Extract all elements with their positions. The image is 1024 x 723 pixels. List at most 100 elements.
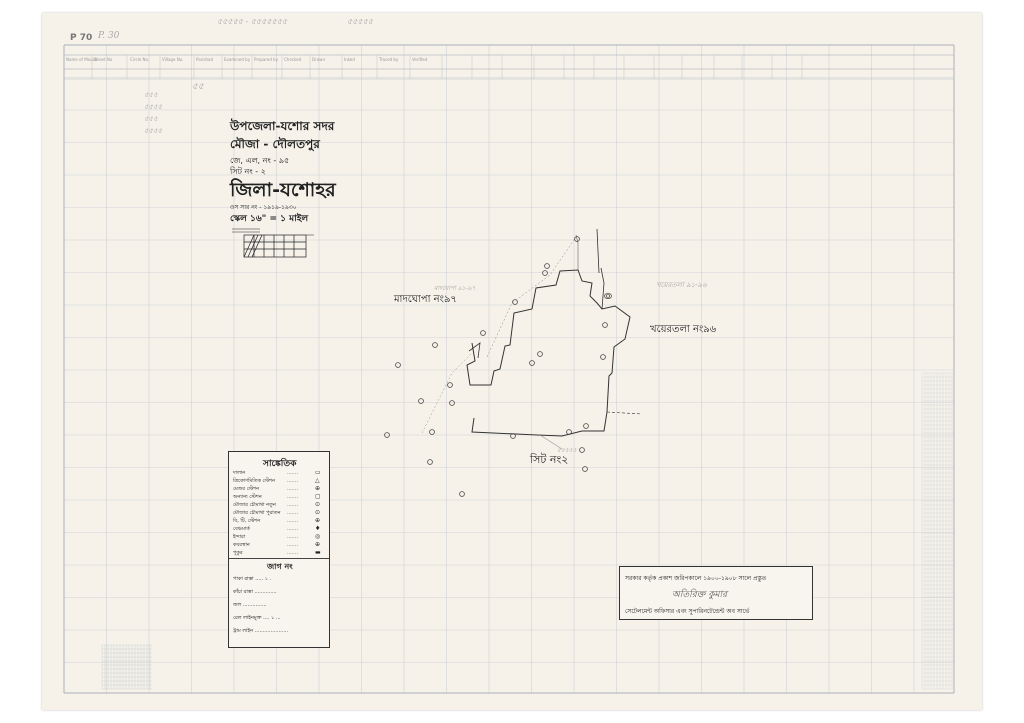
legend-symbol-icon: ▭ — [315, 469, 321, 476]
certificate-line-1: সরকার কর্তৃক প্রকাশ জরিপকালে ১৯০০-১৯০৮ স… — [625, 575, 767, 582]
legend-line-item: জল ............... — [233, 602, 267, 608]
header-cell: Name of Mouza — [66, 57, 98, 62]
pencil-margin-3: ৫৫৫ — [144, 115, 158, 123]
pencil-note-left: P. 30 — [98, 31, 120, 41]
survey-station-marker — [384, 432, 390, 438]
legend-item: মৌজার চৌমাথা পুরাতন.......⊙ — [233, 509, 321, 516]
survey-station-marker — [429, 429, 435, 435]
legend-line-item: রেল লাইনমুক্ত .... ১ ... — [233, 615, 281, 621]
legend-title: সাঙ্কেতিক — [263, 459, 297, 469]
header-cell: Inked — [344, 57, 355, 62]
legend-line-item: ট্রাম লাইন ..................... — [233, 628, 289, 634]
survey-station-marker — [566, 429, 572, 435]
survey-station-marker — [579, 447, 585, 453]
legend-item: ইন্দারা.......◎ — [233, 533, 321, 540]
adjacent-sheet-ref: সিট নং২ — [530, 453, 569, 466]
legend-symbol-icon: ▢ — [315, 493, 321, 500]
survey-station-marker — [418, 398, 424, 404]
survey-station-marker — [542, 270, 548, 276]
survey-station-marker — [512, 299, 518, 305]
legend-item: পুকুর.......▬ — [233, 549, 321, 556]
header-cell: Verified — [412, 57, 428, 62]
survey-station-marker — [449, 400, 455, 406]
header-cell: Examined by — [224, 57, 251, 62]
header-cell: Circle No. — [130, 57, 150, 62]
sheet-number: সিট নং - ২ — [230, 167, 266, 176]
legend-item-label: ইন্দারা — [233, 534, 246, 540]
legend-item-label: দালান — [233, 470, 246, 476]
legend-symbol-icon: ▬ — [315, 549, 321, 556]
survey-station-marker — [427, 459, 433, 465]
pencil-note-top-1: ৫৫৫৫৫ - ৫৫৫৫৫৫৫ — [217, 17, 288, 26]
legend-item: দালান.......▭ — [233, 469, 321, 476]
survey-station-marker — [582, 466, 588, 472]
survey-station-marker — [544, 263, 550, 269]
legend-item-label: বেঞ্চমার্ক — [233, 526, 250, 532]
certificate-box: সরকার কর্তৃক প্রকাশ জরিপকালে ১৯০০-১৯০৮ স… — [619, 566, 813, 620]
legend-symbol-icon: ⊕ — [315, 517, 321, 524]
legend-item-label: মেজর স্টেশন — [233, 486, 260, 492]
legend-item: অন্যান্য স্টেশন.......▢ — [233, 493, 321, 500]
survey-station-marker — [395, 362, 401, 368]
legend-item-label: বি, টি, স্টেশন — [233, 518, 261, 524]
pencil-margin-1: ৫৫৫ — [144, 91, 158, 99]
scale-bar — [232, 228, 314, 258]
reference-number: ওস সার নং - ১৯১৯-১৯৩০ — [230, 204, 297, 211]
pencil-margin-2: ৫৫৫৫ — [144, 103, 163, 111]
legend-symbol-icon: △ — [315, 477, 320, 484]
legend-item-label: মৌজার চৌমাথা পুরাতন — [233, 510, 281, 516]
legend-symbol-icon: ⊕ — [315, 541, 321, 548]
legend-symbol-icon: ◎ — [315, 533, 321, 540]
pencil-south: ৫৫৫৫৫ — [557, 447, 577, 454]
legend-item-label: পুকুর — [233, 550, 243, 556]
pencil-note-top-2: ৫৫৫৫৫ — [347, 17, 373, 26]
pencil-margin-4: ৫৫৫৫ — [144, 127, 163, 135]
survey-station-marker — [432, 342, 438, 348]
header-cell: Parishad — [196, 57, 214, 62]
certificate-line-2: সেটেলমেন্ট অফিসার এবং সুপারিনটেন্ডেন্ট অ… — [625, 608, 750, 615]
legend-box: সাঙ্কেতিক দালান.......▭ত্রিকোণমিতিক স্টে… — [228, 451, 330, 648]
header-cell: Checked — [284, 57, 302, 62]
legend-item: কবরস্থান.......⊕ — [233, 541, 321, 548]
pencil-west: মাদঘোপা ৯১-৯৭ — [434, 285, 476, 292]
neighbor-mouza-west: মাদঘোপা নং৯৭ — [394, 294, 457, 305]
legend-item: মেজর স্টেশন.......⊕ — [233, 485, 321, 492]
legend-symbol-icon: ♦ — [315, 525, 321, 532]
district-title: জিলা-যশোহর — [230, 179, 336, 201]
mouza-boundary-plot — [384, 228, 643, 497]
pencil-margin-5: ৫৫ — [192, 82, 204, 92]
map-sheet: P 70 P. 30 ৫৫৫৫৫ - ৫৫৫৫৫৫৫ ৫৫৫৫৫ Name of… — [42, 13, 982, 710]
mouza-label: মৌজা - দৌলতপুর — [230, 137, 320, 151]
survey-station-marker — [574, 236, 580, 242]
pencil-east: খয়েরতলা ৯১-৯৬ — [656, 281, 707, 289]
legend-item-label: ত্রিকোণমিতিক স্টেশন — [233, 478, 276, 484]
legend-item: বেঞ্চমার্ক.......♦ — [233, 525, 321, 532]
legend-item-label: মৌজার চৌমাথা নতুন — [233, 502, 276, 508]
header-cell: Drawn — [312, 57, 325, 62]
survey-station-marker — [604, 293, 610, 299]
survey-station-marker — [480, 330, 486, 336]
survey-station-marker — [602, 322, 608, 328]
legend-item: ত্রিকোণমিতিক স্টেশন.......△ — [233, 477, 320, 484]
legend-item-label: কবরস্থান — [233, 542, 250, 548]
header-cell: Sheet No — [94, 57, 113, 62]
survey-station-marker — [447, 382, 453, 388]
survey-station-marker — [510, 433, 516, 439]
survey-station-marker — [606, 293, 612, 299]
mouza-boundary — [466, 269, 631, 437]
header-cell: Prepared by — [254, 57, 279, 62]
survey-station-marker — [537, 351, 543, 357]
legend-item-label: অন্যান্য স্টেশন — [233, 494, 262, 500]
header-cell: Traced by — [379, 57, 399, 62]
legend-symbol-icon: ⊙ — [315, 501, 321, 508]
legend-line-item: কাঁচা রাস্তা .............. — [233, 589, 277, 595]
sheet-code: P 70 — [70, 33, 93, 43]
jl-number: জে, এল, নং - ৯৫ — [230, 156, 290, 165]
neighbor-mouza-east: খয়েরতলা নং৯৬ — [650, 324, 717, 335]
survey-station-marker — [600, 354, 606, 360]
scale-label: স্কেল ১৬" = ১ মাইল — [230, 214, 309, 224]
legend-symbol-icon: ⊙ — [315, 509, 321, 516]
signature: অতিরিক্ত কুমার — [672, 590, 728, 600]
legend-item: বি, টি, স্টেশন.......⊕ — [233, 517, 321, 524]
